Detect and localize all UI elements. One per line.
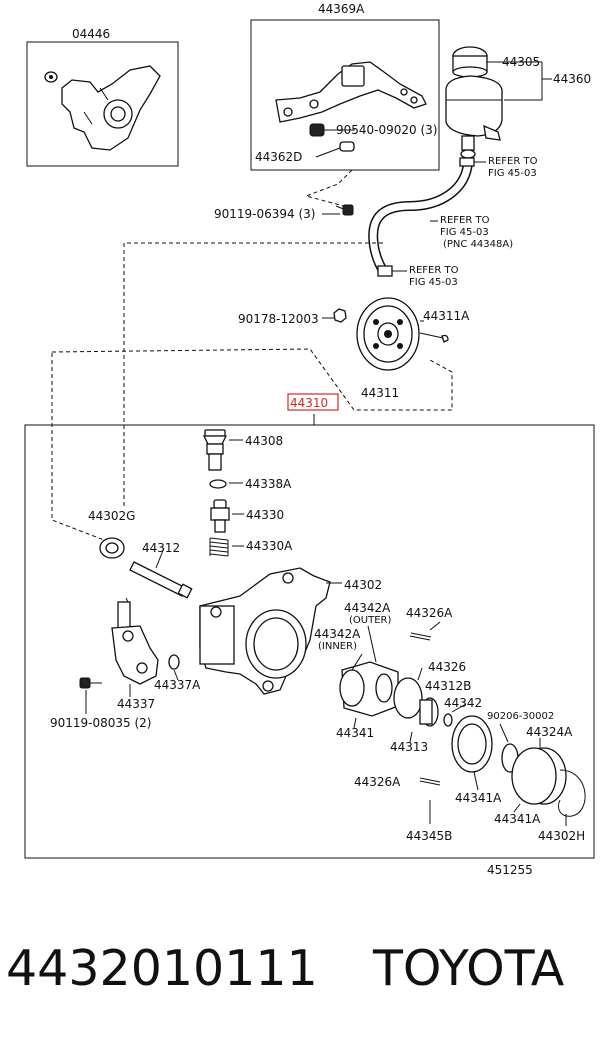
inset-frame-04446: [26, 41, 179, 167]
label-44338A: 44338A: [245, 477, 292, 491]
pin-icon: [409, 632, 432, 641]
label-44302G: 44302G: [88, 509, 135, 523]
label-44312: 44312: [142, 541, 180, 555]
valve-icon: [210, 499, 230, 533]
inset-frame-44369A: [250, 19, 440, 171]
label-refer-to-1: REFER TO: [488, 156, 538, 167]
key-icon: [441, 334, 449, 343]
label-44341A-1: 44341A: [455, 791, 502, 805]
cam-ring-icon: [339, 661, 399, 717]
side-plate-icon: [451, 715, 493, 773]
label-44302: 44302: [344, 578, 382, 592]
label-refer-to-2: REFER TO: [440, 215, 490, 226]
pulley-illustration: [356, 297, 420, 371]
label-44324A: 44324A: [526, 725, 573, 739]
label-outer: (OUTER): [349, 615, 391, 626]
label-44362D: 44362D: [255, 150, 302, 164]
label-inner: (INNER): [318, 641, 357, 652]
label-44311A: 44311A: [423, 309, 470, 323]
label-44341: 44341: [336, 726, 374, 740]
snap-ring-icon: [443, 713, 453, 727]
label-90178-12003: 90178-12003: [238, 312, 319, 326]
pump-bracket-illustration: [111, 597, 159, 685]
label-44326A-bottom: 44326A: [354, 775, 401, 789]
reservoir-illustration: [445, 46, 503, 159]
label-44342A-outer: 44342A: [344, 601, 391, 615]
label-fig-45-03-3: FIG 45-03: [409, 277, 458, 288]
label-44305: 44305: [502, 55, 540, 69]
label-451255: 451255: [487, 863, 533, 877]
label-44369A: 44369A: [318, 2, 365, 16]
part-number: 4432010111: [6, 940, 318, 997]
label-44337: 44337: [117, 697, 155, 711]
label-44360: 44360: [553, 72, 591, 86]
pin-icon: [419, 777, 441, 786]
rotor-icon: [393, 677, 439, 727]
hose-illustration: [368, 157, 475, 277]
label-90119-06394: 90119-06394 (3): [214, 207, 316, 221]
bolt-icon: [79, 677, 102, 689]
label-44310: 44310: [290, 396, 328, 410]
o-ring-icon: [209, 479, 227, 489]
nut-icon: [333, 308, 347, 323]
label-44345B: 44345B: [406, 829, 452, 843]
spring-icon: [209, 537, 229, 557]
label-90540-09020: 90540-09020 (3): [336, 123, 438, 137]
pump-housing-illustration: [199, 567, 331, 695]
label-fig-45-03-2: FIG 45-03: [440, 227, 489, 238]
snap-ring-icon: [558, 769, 586, 817]
label-90119-08035: 90119-08035 (2): [50, 716, 152, 730]
label-44342A-inner: 44342A: [314, 627, 361, 641]
label-44312B: 44312B: [425, 679, 471, 693]
shaft-icon: [129, 561, 193, 599]
label-fig-45-03-1: FIG 45-03: [488, 168, 537, 179]
label-44342: 44342: [444, 696, 482, 710]
label-44330A: 44330A: [246, 539, 293, 553]
rear-housing-icon: [511, 747, 567, 805]
label-44326A-top: 44326A: [406, 606, 453, 620]
oil-seal-icon: [99, 537, 125, 559]
brand-name: TOYOTA: [373, 940, 565, 997]
label-44330: 44330: [246, 508, 284, 522]
label-pnc-44348A: (PNC 44348A): [443, 239, 513, 250]
label-44302H: 44302H: [538, 829, 585, 843]
label-44311: 44311: [361, 386, 399, 400]
label-44313: 44313: [390, 740, 428, 754]
label-44326: 44326: [428, 660, 466, 674]
main-assembly-frame: [24, 424, 595, 859]
bracket-illustration: [275, 61, 427, 123]
bolt-icon: [335, 204, 354, 216]
stud-bolt-icon: [309, 123, 336, 137]
label-90206-30002: 90206-30002: [487, 711, 554, 722]
label-44308: 44308: [245, 434, 283, 448]
plug-icon: [202, 429, 228, 471]
label-refer-to-3: REFER TO: [409, 265, 459, 276]
label-04446: 04446: [72, 27, 110, 41]
collar-icon: [315, 141, 355, 158]
label-44337A: 44337A: [154, 678, 201, 692]
label-44341A-2: 44341A: [494, 812, 541, 826]
gasket-ring-icon: [168, 654, 180, 670]
gasket-kit-illustration: [44, 65, 161, 151]
highlighted-part-box: [287, 393, 339, 411]
